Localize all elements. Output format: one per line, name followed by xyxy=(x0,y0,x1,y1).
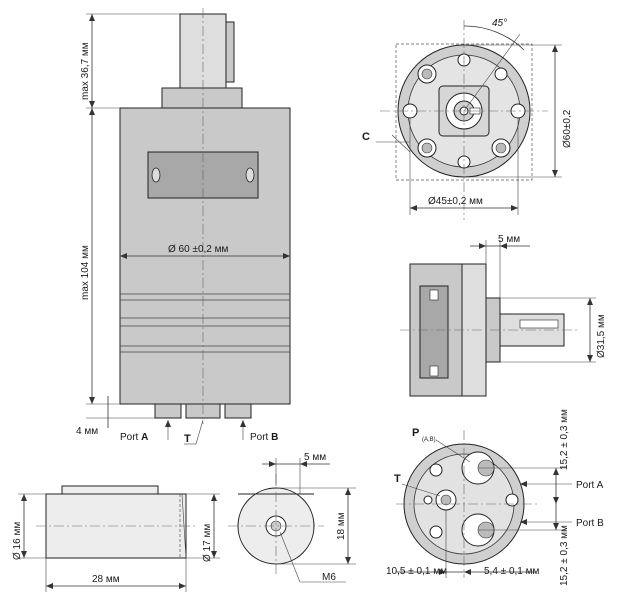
shaft-shoulder-label: 5 мм xyxy=(498,234,520,245)
c-marker: C xyxy=(362,131,370,143)
shaft-length-label: 28 мм xyxy=(92,574,120,585)
t-marker: T xyxy=(394,473,401,485)
port-spacing-bottom-label: 15,2 ± 0,3 мм xyxy=(559,525,570,586)
side-view-motor: Ø 60 ±0,2 мм max 36,7 мм max 104 мм 4 мм… xyxy=(76,8,291,445)
port-b-letter: B xyxy=(271,432,278,443)
port-t-label: T xyxy=(184,433,191,445)
port-a-label: Port xyxy=(120,432,139,443)
bolt-circle-label: Ø45±0,2 мм xyxy=(428,196,483,207)
port-spacing-top-label: 15,2 ± 0,3 мм xyxy=(559,409,570,470)
p-marker: P xyxy=(412,427,419,439)
shaft-cut-diameter-label: Ø 17 мм xyxy=(202,524,213,562)
end-height-label: 18 мм xyxy=(336,512,347,540)
shaft-side-view: Ø 16 мм Ø 17 мм 28 мм xyxy=(12,485,220,592)
svg-text:Port A: Port A xyxy=(120,432,148,443)
thread-label: M6 xyxy=(322,572,336,583)
shaft-diameter-label: Ø 16 мм xyxy=(12,522,23,560)
port-b-face-label: Port B xyxy=(576,518,604,529)
max-body-height-label: max 104 мм xyxy=(80,245,91,300)
body-diameter-label: Ø 60 ±0,2 мм xyxy=(168,244,229,255)
end-shoulder-label: 5 мм xyxy=(304,452,326,463)
port-a-letter: A xyxy=(141,432,148,443)
motor-neck xyxy=(161,87,243,109)
side-flange-view: 5 мм Ø31,5 мм xyxy=(400,234,607,397)
pilot-diameter-label: Ø31,5 мм xyxy=(596,314,607,358)
svg-text:Port B: Port B xyxy=(250,432,278,443)
shaft-end-view: 5 мм 18 мм M6 xyxy=(228,452,356,583)
flange-diameter-label: Ø60±0,2 xyxy=(562,109,573,148)
front-flange-view: 45° Ø60±0,2 Ø45±0,2 мм C xyxy=(362,18,573,220)
port-offset-right-label: 5,4 ± 0,1 мм xyxy=(484,566,540,577)
p-subscript: (A,B) xyxy=(422,437,436,443)
port-face-view: 15,2 ± 0,3 мм 15,2 ± 0,3 мм Port A Port … xyxy=(386,409,604,586)
max-shaft-height-label: max 36,7 мм xyxy=(80,42,91,100)
port-offset-label: 4 мм xyxy=(76,426,98,437)
port-offset-left-label: 10,5 ± 0,1 мм xyxy=(386,566,447,577)
port-b-label: Port xyxy=(250,432,269,443)
angle-label: 45° xyxy=(492,18,507,29)
port-a-face-label: Port A xyxy=(576,480,604,491)
